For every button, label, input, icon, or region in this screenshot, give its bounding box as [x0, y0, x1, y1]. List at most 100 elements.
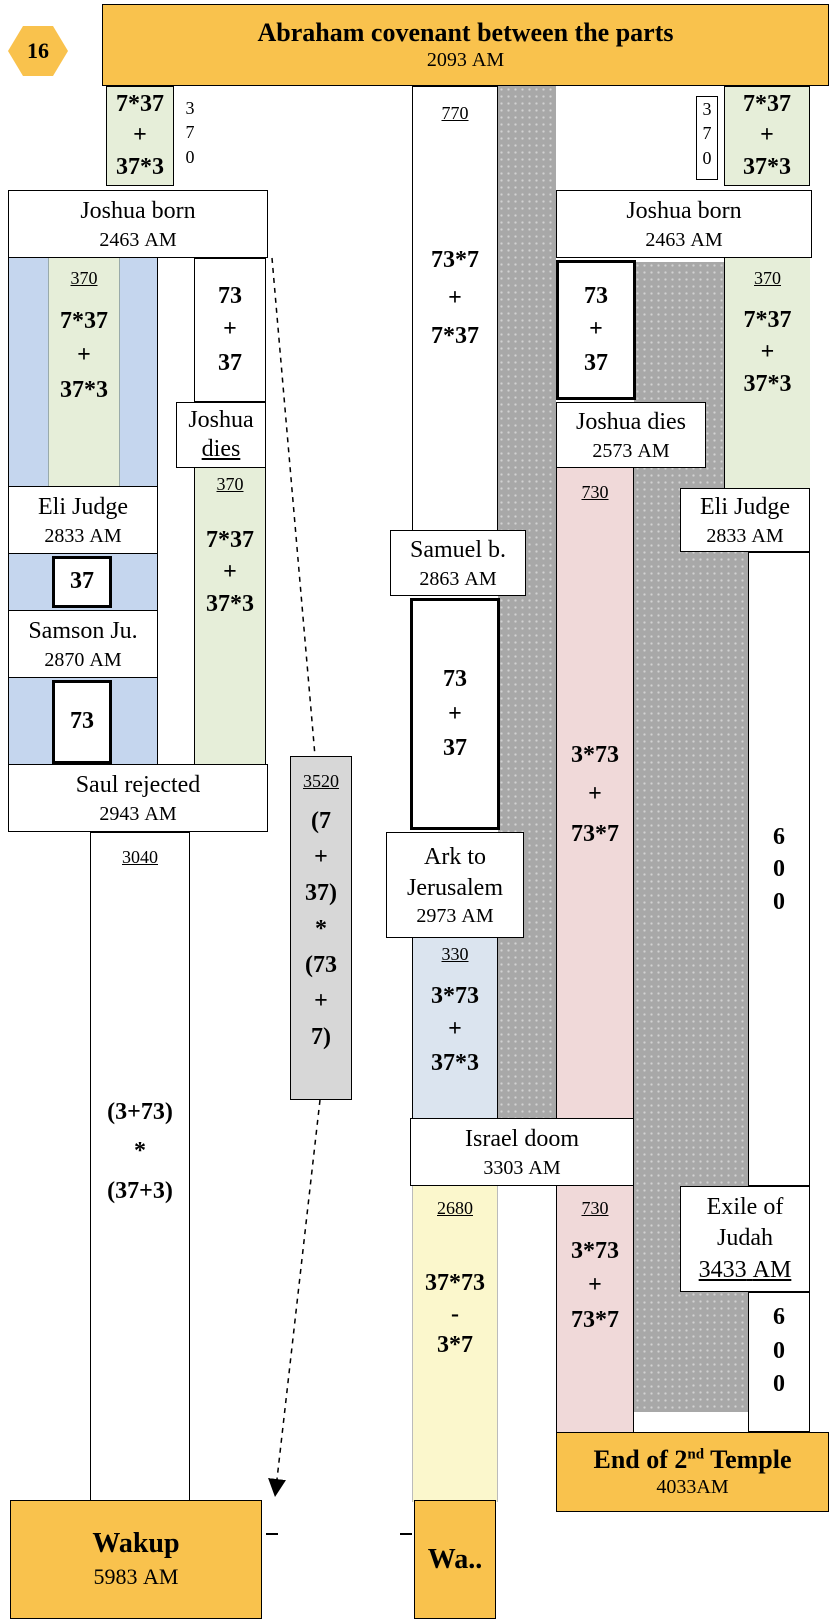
- period-number: 770: [441, 103, 469, 123]
- formula-line: +: [448, 700, 462, 727]
- left-green-column-370-b: 370 7*37 + 37*3: [194, 468, 266, 764]
- period-number: 730: [581, 1198, 609, 1218]
- left-samson-box: Samson Ju. 2870 AM: [8, 610, 158, 678]
- middle-column-2680: 2680 37*73 - 3*7: [412, 1186, 498, 1502]
- formula-line: 73: [443, 665, 467, 692]
- event-label: Samuel b.: [410, 537, 506, 564]
- left-joshua-born-box: Joshua born 2463 AM: [8, 190, 268, 258]
- event-unit: AM: [143, 1564, 179, 1590]
- event-label: Wakup: [92, 1527, 180, 1559]
- left-joshua-dies-box: Joshua dies: [176, 402, 266, 468]
- period-number: 73: [70, 708, 94, 735]
- ark-to-jerusalem-box: Ark to Jerusalem 2973 AM: [386, 832, 524, 938]
- event-label: Eli Judge: [38, 494, 128, 521]
- event-label: Israel doom: [465, 1126, 579, 1153]
- formula-line: +: [448, 1016, 462, 1043]
- event-label: Samson Ju.: [28, 618, 138, 645]
- formula-line: 37: [218, 349, 242, 376]
- wakup-box: Wakup 5983 AM: [10, 1500, 262, 1619]
- middle-column-330: 330 3*73 + 37*3: [412, 938, 498, 1118]
- event-unit: AM: [144, 228, 177, 251]
- event-unit: AM: [528, 1156, 561, 1179]
- event-label: Exile of: [706, 1194, 784, 1221]
- formula-line: (73: [305, 951, 337, 978]
- period-number: 330: [441, 944, 469, 964]
- formula-line: +: [77, 342, 91, 369]
- period-number: 370: [70, 268, 98, 288]
- formula-line: 73: [584, 282, 608, 309]
- formula-line: +: [448, 284, 462, 311]
- formula-line: 37*3: [743, 153, 791, 180]
- event-label: Judah: [717, 1225, 773, 1252]
- event-date: 2463: [645, 228, 686, 251]
- right-eli-judge-box: Eli Judge 2833 AM: [680, 488, 810, 552]
- left-37-box: 37: [52, 556, 112, 608]
- right-top-number-370: 3 7 0: [696, 96, 718, 180]
- wa-box: Wa..: [414, 1500, 496, 1619]
- event-label: Joshua dies: [576, 409, 686, 436]
- event-date: 2463: [99, 228, 140, 251]
- event-label: Ark to: [424, 843, 486, 870]
- formula-line: +: [760, 338, 775, 365]
- formula-line: 37*3: [743, 371, 792, 398]
- event-date: 2833: [44, 524, 85, 547]
- left-green-column-370: 370 7*37 + 37*3: [48, 258, 120, 488]
- formula-line: 7*37: [116, 91, 164, 118]
- number-badge: 16: [8, 26, 68, 76]
- digit: 0: [773, 856, 785, 883]
- event-date: 2573: [592, 439, 633, 462]
- exile-of-judah-box: Exile of Judah 3433 AM: [680, 1186, 810, 1292]
- event-label: dies: [201, 436, 241, 462]
- period-number: 370: [754, 268, 781, 288]
- formula-line: *: [315, 915, 327, 942]
- event-unit: AM: [751, 524, 784, 547]
- event-unit: AM: [464, 567, 497, 590]
- formula-line: (37+3): [107, 1177, 173, 1204]
- left-73-plus-37-box: 73 + 37: [194, 258, 266, 402]
- event-date: 2973: [416, 905, 457, 928]
- dashed-line-top: [271, 257, 316, 757]
- middle-column-770: 770 73*7 + 7*37: [412, 86, 498, 532]
- right-pink-column-730-b: 730 3*73 + 73*7: [556, 1186, 634, 1432]
- digit: 0: [702, 147, 712, 168]
- digit: 3: [702, 99, 712, 119]
- event-label: Temple: [704, 1445, 792, 1474]
- event-label-sup: nd: [687, 1446, 705, 1463]
- formula-line: +: [588, 1272, 602, 1299]
- formula-line: 3*73: [431, 982, 479, 1009]
- formula-line: +: [314, 987, 328, 1014]
- digit: 0: [773, 1337, 785, 1364]
- event-unit: AM: [637, 439, 670, 462]
- event-unit: AM: [752, 1256, 792, 1283]
- period-number: 3520: [303, 771, 339, 791]
- right-73-plus-37-box: 73 + 37: [556, 260, 636, 400]
- formula-line: 37: [584, 349, 608, 376]
- samuel-box: Samuel b. 2863 AM: [390, 530, 526, 596]
- formula-line: 7*37: [206, 526, 254, 553]
- formula-line: 73: [218, 282, 242, 309]
- event-label: Joshua: [188, 407, 254, 434]
- formula-line: 7*37: [60, 307, 108, 334]
- event-label: Eli Judge: [700, 494, 790, 521]
- formula-line: +: [223, 316, 237, 343]
- formula-line: (3+73): [107, 1098, 173, 1125]
- formula-line: 37*3: [431, 1049, 479, 1076]
- right-top-formula: 7*37 + 37*3: [724, 86, 810, 186]
- event-date: 4033: [656, 1476, 697, 1498]
- formula-line: 7*37: [743, 91, 791, 118]
- right-green-column-370: 370 7*37 + 37*3: [724, 258, 810, 488]
- left-saul-rejected-box: Saul rejected 2943 AM: [8, 764, 268, 832]
- israel-doom-box: Israel doom 3303 AM: [410, 1118, 634, 1186]
- event-unit: AM: [461, 905, 494, 928]
- event-label: Joshua born: [626, 198, 742, 225]
- header-unit: AM: [471, 49, 505, 71]
- left-eli-judge-box: Eli Judge 2833 AM: [8, 486, 158, 554]
- right-column-600: 6 0 0: [748, 552, 810, 1186]
- formula-line: 37): [305, 879, 337, 906]
- period-number: 3040: [122, 847, 158, 867]
- period-number: 2680: [437, 1198, 473, 1218]
- digit: 6: [773, 824, 785, 850]
- right-column-600-b: 6 0 0: [748, 1292, 810, 1432]
- left-73-box: 73: [52, 680, 112, 764]
- left-column-3040: 3040 (3+73) * (37+3): [90, 832, 190, 1502]
